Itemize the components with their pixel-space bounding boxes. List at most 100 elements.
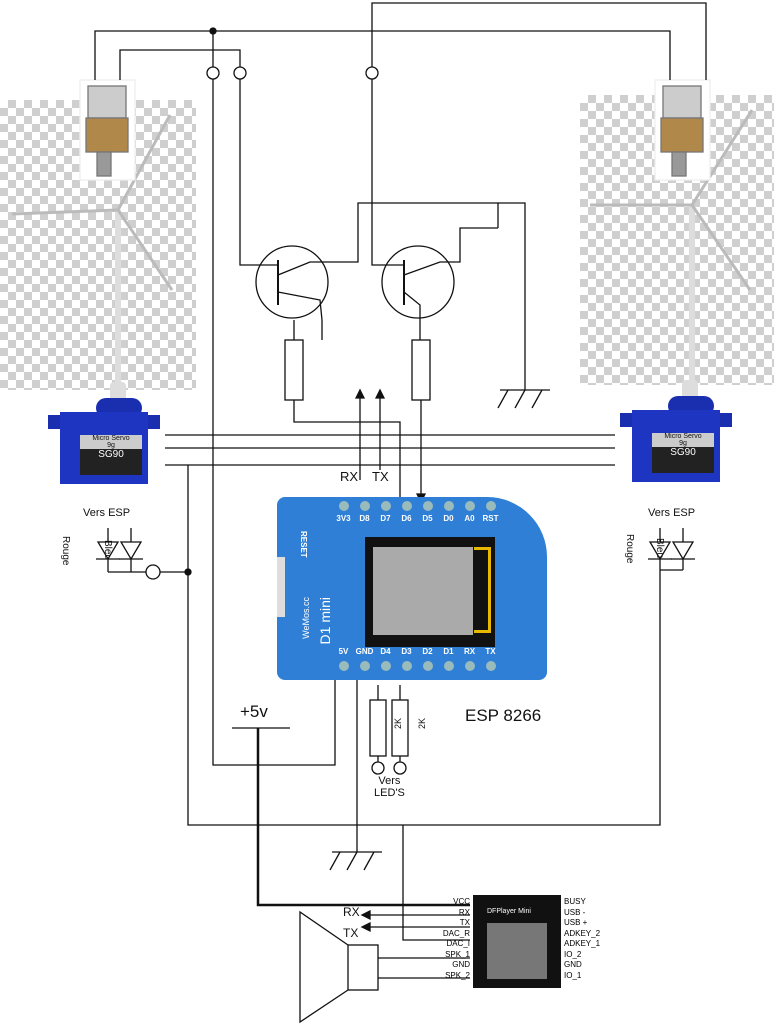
rx-label-esp: RX	[340, 469, 359, 484]
dfplayer-name: DFPlayer Mini	[487, 908, 531, 915]
led-pair-right	[648, 528, 695, 571]
servo-line1: Micro Servo	[664, 433, 702, 440]
esp-pin: D8	[354, 501, 375, 523]
speaker	[299, 910, 470, 1024]
dfplayer-pin-label: GND	[564, 960, 582, 969]
esp-pin-label: D2	[422, 647, 433, 656]
dfplayer-pin-label: ADKEY_1	[564, 939, 601, 948]
esp-pin-label: A0	[464, 514, 475, 523]
vers-esp-left: Vers ESP	[83, 507, 131, 519]
dfplayer-pin-label: DAC_I	[446, 939, 470, 948]
esp-pin-label: 3V3	[336, 514, 351, 523]
esp-pin: RST	[480, 501, 501, 523]
resistor-2	[411, 339, 431, 401]
esp-module	[365, 537, 495, 647]
sd-slot	[487, 923, 547, 979]
esp-pin: D4	[375, 647, 396, 671]
esp-pin: RX	[459, 647, 480, 671]
esp-pin: D1	[438, 647, 459, 671]
esp-pin-label: GND	[355, 647, 374, 656]
esp-pin: A0	[459, 501, 480, 523]
bleu-left: Bleu	[102, 540, 113, 561]
tx-label-esp: TX	[372, 469, 389, 484]
rouge-right: Rouge	[624, 534, 635, 564]
windmill-right	[590, 109, 754, 385]
rx-label-df: RX	[343, 905, 360, 919]
reset-label: RESET	[299, 531, 308, 558]
esp-pin: D0	[438, 501, 459, 523]
esp-pin-label: RST	[482, 514, 499, 523]
esp-title: ESP 8266	[465, 706, 542, 725]
esp-pin-label: D5	[422, 514, 433, 523]
esp-pin-label: D6	[401, 514, 412, 523]
esp-pin: D2	[417, 647, 438, 671]
esp-pin-label: D4	[380, 647, 391, 656]
servo-model: SG90	[670, 447, 696, 458]
dfplayer-pin-label: BUSY	[564, 897, 586, 906]
esp-pin-label: D1	[443, 647, 454, 656]
esp-pin-label: D8	[359, 514, 370, 523]
transistor-1	[255, 202, 499, 340]
servo-line2: 9g	[107, 442, 115, 449]
esp-pin: TX	[480, 647, 501, 671]
servo-line2: 9g	[679, 440, 687, 447]
esp-pin-label: 5V	[338, 647, 349, 656]
esp-pin-label: D3	[401, 647, 412, 656]
motor-right	[654, 79, 711, 181]
esp-pin-label: D0	[443, 514, 454, 523]
esp-pin: 5V	[333, 647, 354, 671]
ground-symbol-bottom	[329, 851, 382, 871]
transistor-2	[381, 227, 498, 340]
esp-pin: D6	[396, 501, 417, 523]
esp-pin: GND	[354, 647, 375, 671]
esp-pin: 3V3	[333, 501, 354, 523]
esp-pin-label: RX	[463, 647, 476, 656]
usb-port	[277, 557, 285, 617]
esp-pin-label: TX	[485, 647, 496, 656]
servo-model: SG90	[98, 449, 124, 460]
resistor-1	[284, 339, 304, 401]
bleu-right: Bleu	[654, 538, 665, 559]
dfplayer-pin-label: RX	[458, 907, 470, 917]
board-brand: WeMos.cc	[301, 597, 311, 639]
dfplayer-pin-label: VCC	[453, 897, 470, 906]
esp-pin: D7	[375, 501, 396, 523]
dfplayer-pin-label: SPK_2	[445, 970, 470, 980]
dfplayer-pin-label: IO_2	[564, 949, 582, 959]
resistor-label-a: 2K	[393, 718, 403, 730]
windmill-left	[11, 114, 174, 385]
dfplayer-pin-label: GND	[452, 960, 470, 969]
esp-pin: D3	[396, 647, 417, 671]
dfplayer-pin-label: SPK_1	[445, 949, 470, 959]
led-pair-left	[96, 528, 146, 573]
ground-symbol-top	[497, 389, 550, 409]
dfplayer-pin-label: IO_1	[564, 970, 582, 980]
tx-label-df: TX	[343, 926, 359, 940]
resistor-label-b: 2K	[417, 718, 427, 730]
esp-pin-label: D7	[380, 514, 391, 523]
esp-pin: D5	[417, 501, 438, 523]
dfplayer-pin-label: USB -	[564, 907, 586, 917]
dfplayer-pin-label: USB +	[564, 918, 588, 927]
vers-leds-label: Vers LED'S	[374, 775, 405, 799]
dfplayer-module: DFPlayer Mini	[473, 895, 561, 988]
antenna	[474, 547, 491, 633]
rouge-left: Rouge	[60, 536, 71, 566]
vers-esp-right: Vers ESP	[648, 507, 696, 519]
servo-line1: Micro Servo	[92, 435, 130, 442]
motor-left	[79, 79, 136, 181]
plus-5v-label: +5v	[240, 702, 268, 721]
board-name: D1 mini	[317, 597, 333, 645]
dfplayer-pin-label: DAC_R	[442, 928, 470, 938]
dfplayer-pin-label: TX	[459, 918, 470, 927]
dfplayer-pin-label: ADKEY_2	[564, 928, 601, 938]
